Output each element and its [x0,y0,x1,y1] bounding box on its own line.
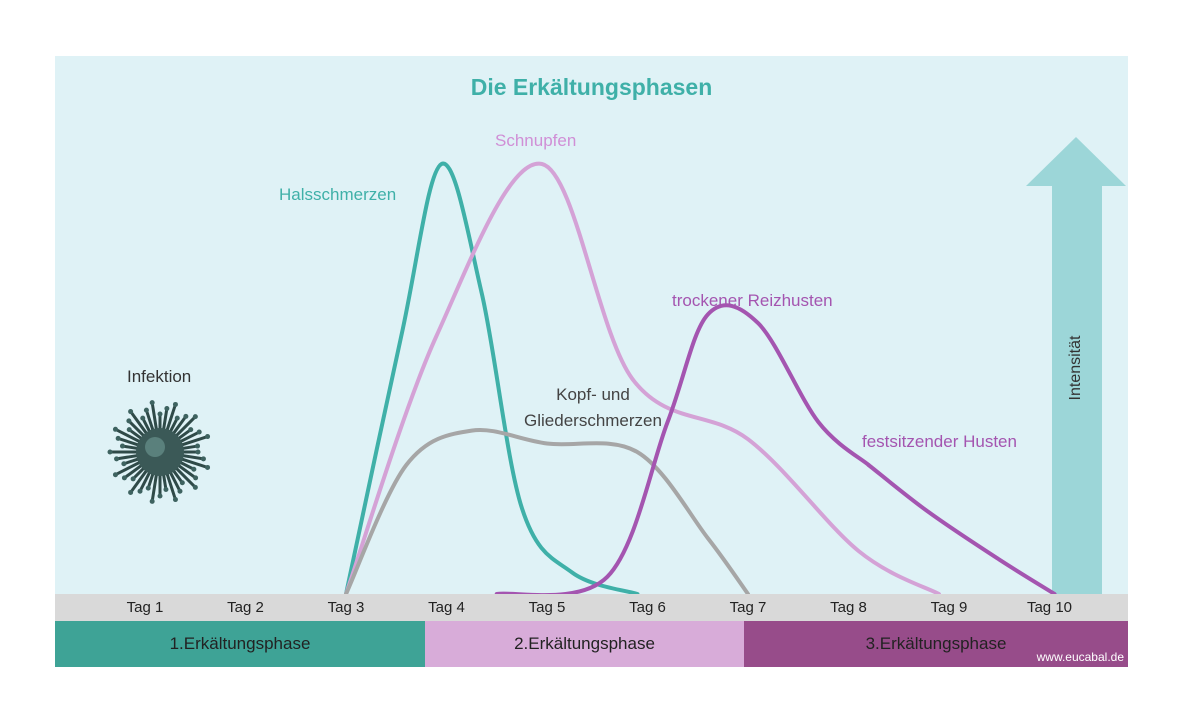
x-tick-label: Tag 6 [629,599,666,616]
x-tick-label: Tag 3 [327,599,365,616]
x-tick-label: Tag 2 [227,599,264,616]
series-label-kopf-gliederschmerzen: Kopf- und Gliederschmerzen [524,385,662,430]
series-line-4 [866,463,1057,596]
virus-icon [107,400,211,504]
phase-3-bar: 3.Erkältungsphase [744,621,1128,667]
x-axis-bar [55,594,1128,621]
intensity-arrow [1026,137,1126,595]
series-label-trockener-reizhusten: trockener Reizhusten [672,291,833,310]
x-tick-label: Tag 10 [1026,599,1073,616]
chart-area [55,56,1128,594]
series-line-3 [494,303,871,598]
series-label-halsschmerzen: Halsschmerzen [279,185,397,204]
y-axis-label: Intensität [1067,335,1084,401]
x-tick-label: Tag 4 [428,599,465,616]
phase-3-label: 3.Erkältungsphase [865,634,1007,653]
phase-2-label: 2.Erkältungsphase [514,634,655,653]
series-lines [344,161,1057,598]
series-line-2 [344,427,750,596]
x-tick-label: Tag 1 [126,599,164,616]
series-label-festsitzender-husten: festsitzender Husten [862,432,1017,451]
phase-1-bar: 1.Erkältungsphase [55,621,425,667]
phase-2-bar: 2.Erkältungsphase [425,621,744,667]
series-label-schnupfen: Schnupfen [495,131,577,150]
phase-1-label: 1.Erkältungsphase [169,634,311,653]
x-tick-label: Tag 8 [830,599,867,616]
x-tick-label: Tag 9 [930,599,968,616]
series-line-0 [344,161,640,596]
x-tick-label: Tag 5 [528,599,566,616]
x-tick-label: Tag 7 [729,599,767,616]
chart-title: Die Erkältungsphasen [470,74,713,100]
watermark: www.eucabal.de [1036,650,1124,664]
series-line-1 [344,161,941,596]
annotation-infektion: Infektion [127,367,192,386]
